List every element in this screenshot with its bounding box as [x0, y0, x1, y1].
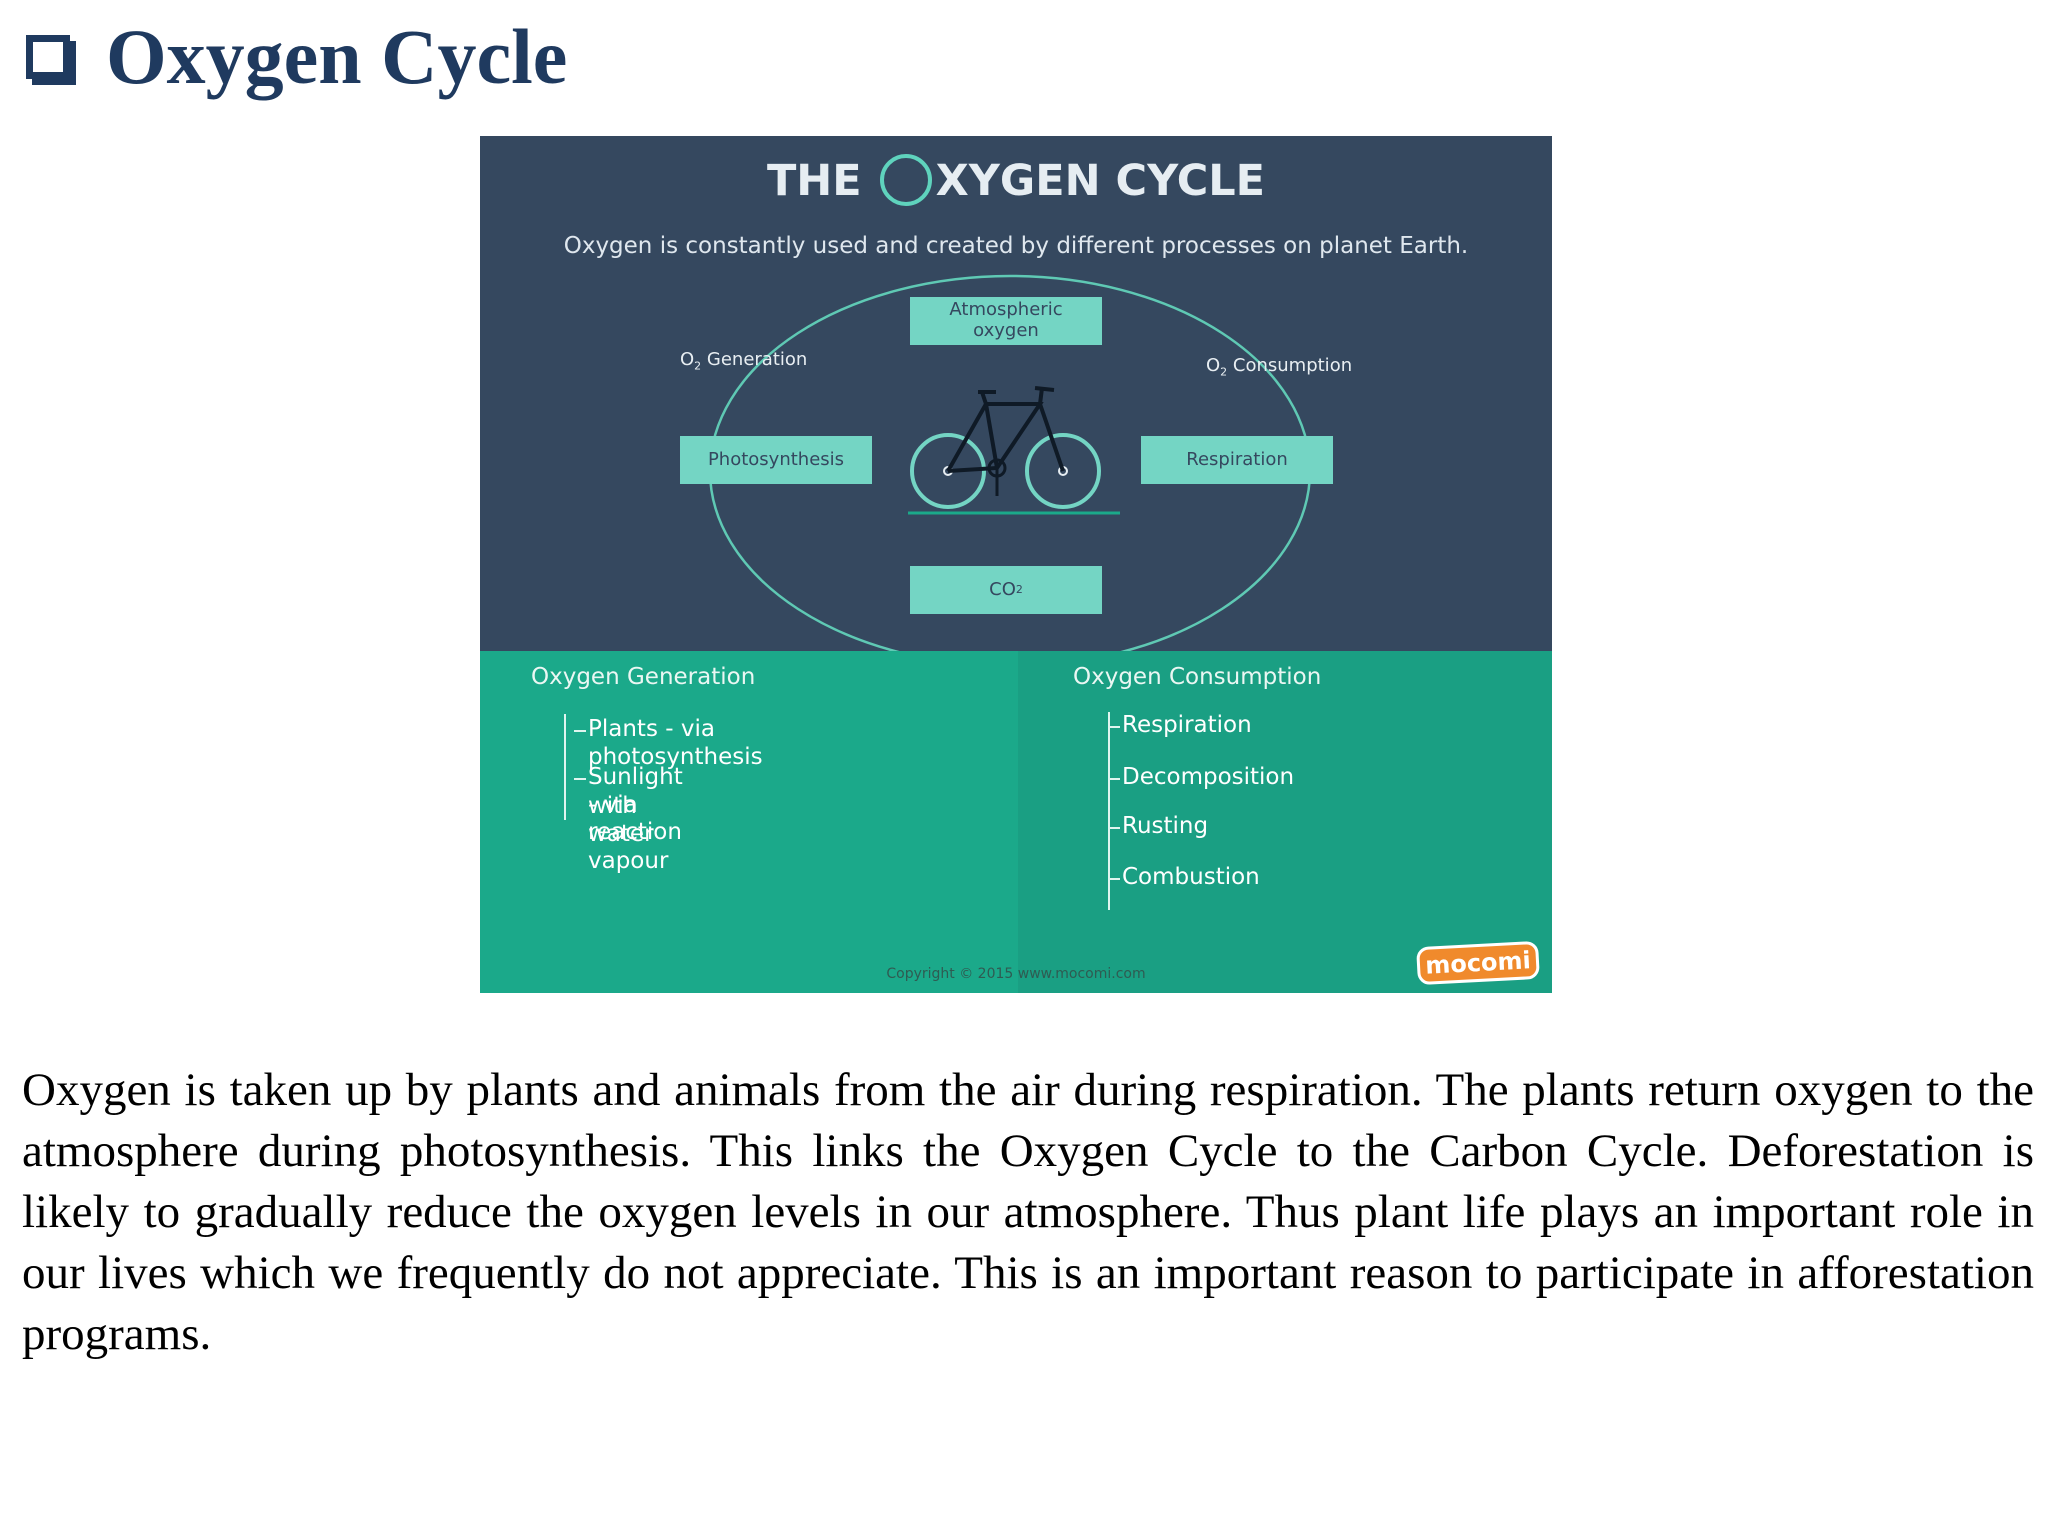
list-item-text: Plants - via photosynthesis [588, 716, 763, 770]
list-item-text: Sunlight - via reaction [588, 764, 683, 846]
atmospheric-oxygen-box: Atmospheric oxygen [910, 297, 1102, 345]
copyright-text: Copyright © 2015 www.mocomi.com [886, 966, 1146, 982]
o2-gen-o: O [680, 349, 695, 370]
co2-text: CO [989, 578, 1016, 600]
list-item: Combustion [1110, 864, 1260, 892]
list-tick [574, 730, 586, 732]
list-item: Plants - via photosynthesis [574, 716, 763, 771]
list-tick [574, 778, 586, 780]
co2-subscript: 2 [1015, 582, 1023, 596]
respiration-box: Respiration [1141, 436, 1333, 484]
infographic-top-panel [480, 136, 1552, 651]
list-tick [1110, 778, 1120, 780]
list-item: Decomposition [1110, 764, 1295, 792]
photosynthesis-box: Photosynthesis [680, 436, 872, 484]
list-tick [1110, 878, 1120, 880]
infographic-bottom-right-panel [1018, 651, 1552, 993]
mocomi-logo: mocomi [1416, 940, 1540, 986]
o2-con-sub: 2 [1220, 365, 1228, 379]
page-title: Oxygen Cycle [106, 13, 568, 100]
generation-list-line [564, 714, 566, 820]
oxygen-cycle-infographic: THE XYGEN CYCLE Oxygen is constantly used… [480, 136, 1552, 993]
infographic-subtitle: Oxygen is constantly used and created by… [563, 233, 1469, 259]
oxygen-consumption-heading: Oxygen Consumption [1073, 664, 1322, 690]
list-item: Sunlight - via reaction [574, 764, 683, 847]
o2-gen-text: Generation [701, 349, 808, 370]
body-paragraph: Oxygen is taken up by plants and animals… [22, 1064, 2034, 1360]
list-item-continuation: with water vapour [588, 793, 669, 875]
o2-consumption-label: O2 Consumption [1206, 355, 1352, 379]
list-item: Rusting [1110, 813, 1209, 841]
list-tick [1110, 726, 1120, 728]
o2-generation-label: O2 Generation [680, 349, 807, 373]
o2-gen-sub: 2 [694, 359, 702, 373]
list-item-text: Combustion [1122, 864, 1260, 890]
list-item-text: Respiration [1122, 712, 1252, 738]
consumption-list-line [1108, 712, 1110, 910]
list-item-text: Rusting [1122, 813, 1209, 839]
o2-con-text: Consumption [1227, 355, 1353, 376]
o2-con-o: O [1206, 355, 1221, 376]
infographic-title: THE XYGEN CYCLE [480, 153, 1552, 210]
checkbox-bullet-icon [26, 35, 70, 79]
list-item: Respiration [1110, 712, 1252, 740]
title-suffix: XYGEN CYCLE [935, 156, 1266, 206]
oxygen-generation-heading: Oxygen Generation [531, 664, 756, 690]
list-tick [1110, 827, 1120, 829]
oxygen-ring-icon [879, 153, 932, 206]
slide-title: Oxygen Cycle [26, 18, 567, 96]
title-prefix: THE [766, 156, 862, 206]
bicycle-icon [910, 386, 1101, 509]
list-item-text: Decomposition [1122, 764, 1295, 790]
